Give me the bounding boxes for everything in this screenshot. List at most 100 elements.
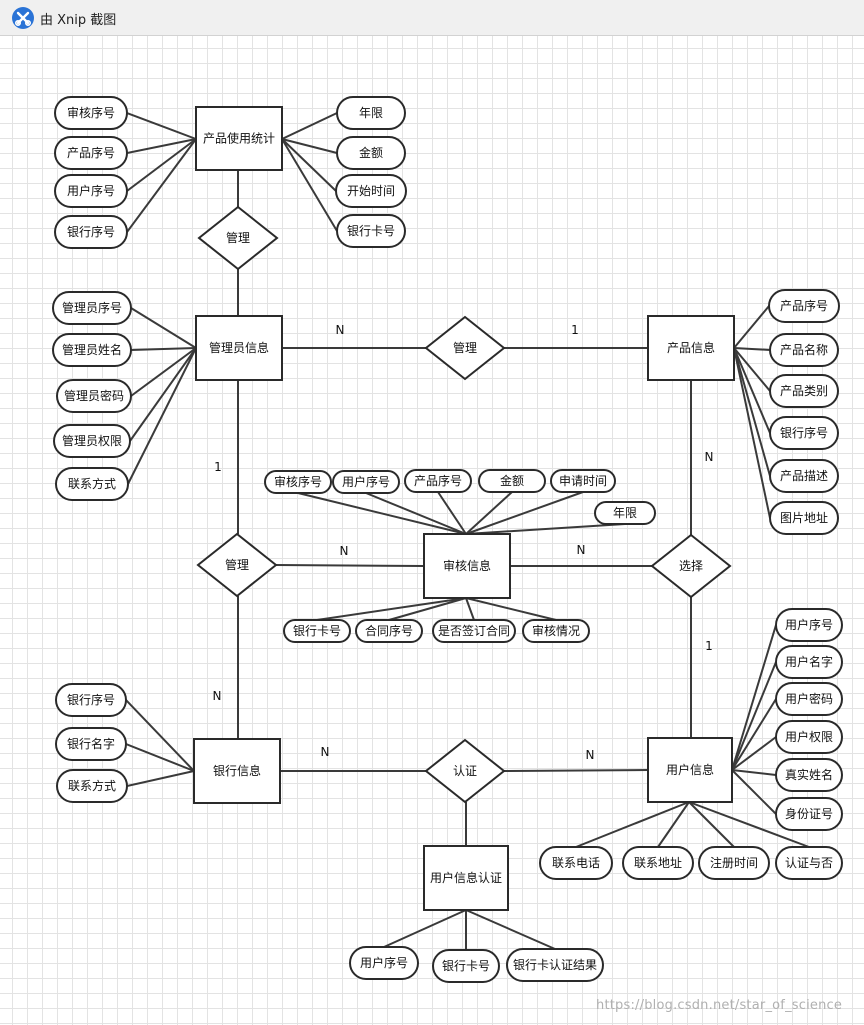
entity-label-product-info: 产品信息 bbox=[667, 340, 715, 355]
attribute-label-admin-1: 管理员姓名 bbox=[62, 342, 122, 357]
attribute-usage-left-1 bbox=[54, 136, 128, 170]
relationship-manage-left bbox=[196, 532, 278, 598]
attribute-label-review-top-2: 产品序号 bbox=[414, 473, 462, 488]
attribute-auth-0 bbox=[349, 946, 419, 980]
attribute-label-user-right-0: 用户序号 bbox=[785, 617, 833, 632]
attribute-label-user-right-5: 身份证号 bbox=[785, 806, 833, 821]
attribute-label-user-bottom-1: 联系地址 bbox=[634, 856, 682, 870]
er-diagram: 产品使用统计管理员信息产品信息审核信息银行信息用户信息用户信息认证管理管理管理选… bbox=[52, 96, 843, 983]
attribute-review-bottom-2 bbox=[432, 619, 516, 643]
attribute-auth-1 bbox=[432, 949, 500, 983]
attribute-label-usage-right-2: 开始时间 bbox=[347, 184, 395, 198]
cardinality-admin-product-1: 1 bbox=[571, 323, 579, 337]
attribute-admin-4 bbox=[55, 467, 129, 501]
attribute-usage-right-0 bbox=[336, 96, 406, 130]
attribute-label-user-right-4: 真实姓名 bbox=[785, 767, 833, 782]
attribute-label-product-1: 产品名称 bbox=[780, 342, 828, 357]
attribute-usage-left-2 bbox=[54, 174, 128, 208]
entity-label-usage-stats: 产品使用统计 bbox=[203, 131, 275, 146]
attribute-user-right-3 bbox=[775, 720, 843, 754]
attribute-user-right-5 bbox=[775, 797, 843, 831]
cardinality-select-user-1: 1 bbox=[705, 639, 713, 653]
attribute-usage-right-2 bbox=[335, 174, 407, 208]
attribute-auth-2 bbox=[506, 948, 604, 982]
cardinality-manage-review-n: N bbox=[340, 544, 349, 558]
cardinality-bank-auth-n: N bbox=[321, 745, 330, 759]
attribute-label-review-top-5: 年限 bbox=[613, 506, 637, 520]
attribute-label-user-bottom-3: 认证与否 bbox=[785, 856, 833, 870]
cardinality-manage-bank-n: N bbox=[213, 689, 222, 703]
entity-user-info bbox=[647, 737, 733, 803]
entity-user-auth bbox=[423, 845, 509, 911]
relationship-label-manage-top: 管理 bbox=[226, 230, 250, 245]
attribute-user-bottom-1 bbox=[622, 846, 694, 880]
entity-label-user-auth: 用户信息认证 bbox=[430, 870, 502, 885]
attribute-product-0 bbox=[768, 289, 840, 323]
attribute-admin-2 bbox=[56, 379, 132, 413]
diagram-canvas: 产品使用统计管理员信息产品信息审核信息银行信息用户信息用户信息认证管理管理管理选… bbox=[0, 36, 864, 1025]
watermark: https://blog.csdn.net/star_of_science bbox=[596, 998, 843, 1013]
attribute-review-top-0 bbox=[264, 470, 332, 494]
entity-label-user-info: 用户信息 bbox=[666, 762, 714, 777]
attribute-label-user-right-3: 用户权限 bbox=[785, 729, 833, 744]
attribute-label-review-top-1: 用户序号 bbox=[342, 474, 390, 489]
cardinality-review-select-n: N bbox=[577, 543, 586, 557]
attribute-bank-2 bbox=[56, 769, 128, 803]
relationship-label-auth: 认证 bbox=[453, 764, 477, 778]
attribute-admin-3 bbox=[53, 424, 131, 458]
attribute-label-auth-0: 用户序号 bbox=[360, 955, 408, 970]
attribute-label-product-4: 产品描述 bbox=[780, 469, 828, 483]
attribute-label-usage-left-0: 审核序号 bbox=[67, 105, 115, 120]
relationship-manage-mid bbox=[424, 315, 506, 381]
attribute-usage-left-0 bbox=[54, 96, 128, 130]
attribute-label-product-3: 银行序号 bbox=[780, 425, 828, 440]
attribute-product-2 bbox=[769, 374, 839, 408]
attribute-label-review-bottom-0: 银行卡号 bbox=[293, 624, 341, 638]
entity-label-admin-info: 管理员信息 bbox=[209, 340, 269, 355]
attribute-label-usage-left-1: 产品序号 bbox=[67, 145, 115, 160]
entity-label-review-info: 审核信息 bbox=[443, 558, 491, 573]
attribute-label-review-bottom-2: 是否签订合同 bbox=[438, 623, 510, 638]
attribute-review-bottom-1 bbox=[355, 619, 423, 643]
attribute-label-user-bottom-2: 注册时间 bbox=[710, 855, 758, 870]
attribute-user-right-1 bbox=[775, 645, 843, 679]
entity-admin-info bbox=[195, 315, 283, 381]
attribute-label-product-2: 产品类别 bbox=[780, 384, 828, 398]
attribute-usage-left-3 bbox=[54, 215, 128, 249]
attribute-label-usage-left-3: 银行序号 bbox=[67, 224, 115, 239]
entity-review-info bbox=[423, 533, 511, 599]
attribute-review-top-1 bbox=[332, 470, 400, 494]
cardinality-product-select-n: N bbox=[705, 450, 714, 464]
attribute-review-top-2 bbox=[404, 469, 472, 493]
entity-bank-info bbox=[193, 738, 281, 804]
attribute-label-usage-right-1: 金额 bbox=[359, 145, 383, 160]
attribute-user-bottom-3 bbox=[775, 846, 843, 880]
attribute-label-user-right-2: 用户密码 bbox=[785, 691, 833, 706]
attribute-admin-0 bbox=[52, 291, 132, 325]
attribute-bank-1 bbox=[55, 727, 127, 761]
entity-usage-stats bbox=[195, 106, 283, 171]
attribute-label-admin-0: 管理员序号 bbox=[62, 300, 122, 315]
attribute-user-right-0 bbox=[775, 608, 843, 642]
attribute-label-auth-1: 银行卡号 bbox=[442, 959, 490, 973]
connector-lines bbox=[125, 112, 810, 950]
attribute-label-usage-left-2: 用户序号 bbox=[67, 183, 115, 198]
relationship-label-manage-mid: 管理 bbox=[453, 340, 477, 355]
attribute-user-bottom-2 bbox=[698, 846, 770, 880]
attribute-review-bottom-3 bbox=[522, 619, 590, 643]
attribute-label-bank-0: 银行序号 bbox=[67, 692, 115, 707]
cardinality-admin-product-n: N bbox=[336, 323, 345, 337]
title-bar: 由 Xnip 截图 bbox=[0, 0, 864, 36]
attribute-label-usage-right-3: 银行卡号 bbox=[347, 224, 395, 238]
attribute-label-bank-2: 联系方式 bbox=[68, 778, 116, 793]
attribute-bank-0 bbox=[55, 683, 127, 717]
attribute-usage-right-1 bbox=[336, 136, 406, 170]
attribute-label-bank-1: 银行名字 bbox=[67, 736, 115, 751]
attribute-review-top-4 bbox=[550, 469, 616, 493]
attribute-label-admin-4: 联系方式 bbox=[68, 476, 116, 491]
relationship-select bbox=[650, 533, 732, 599]
attribute-user-right-4 bbox=[775, 758, 843, 792]
attribute-label-usage-right-0: 年限 bbox=[359, 106, 383, 120]
xnip-app-icon bbox=[12, 7, 34, 29]
